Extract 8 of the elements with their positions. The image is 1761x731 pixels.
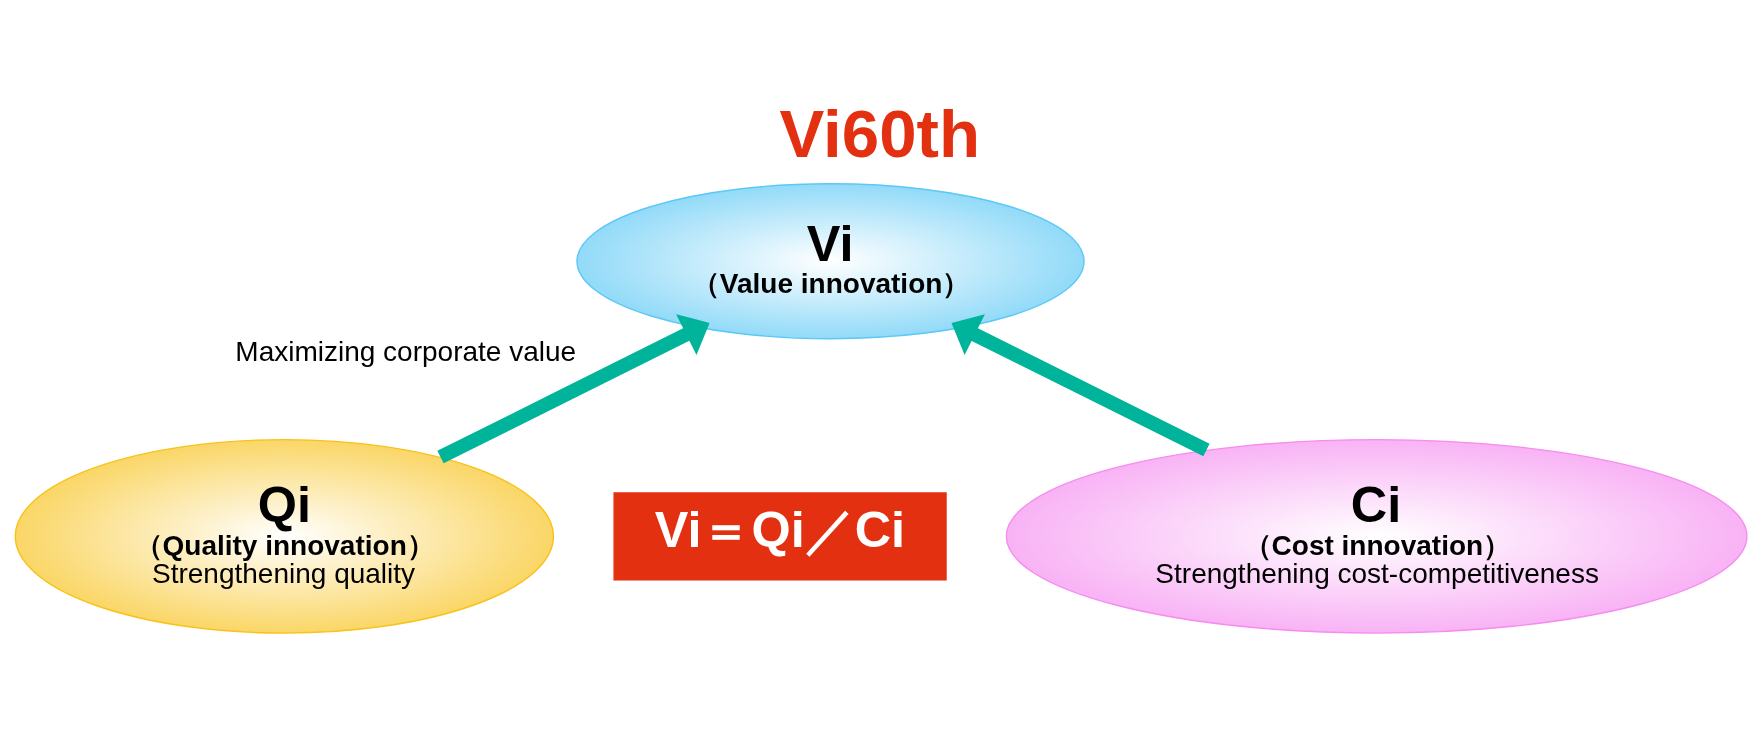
diagram-title: Vi60th bbox=[778, 95, 980, 171]
node-ellipse: Qi （Quality innovation） Strengthening quality bbox=[14, 438, 554, 634]
arrow bbox=[950, 313, 1210, 456]
node-ellipse: Vi （Value innovation） bbox=[575, 182, 1085, 339]
arrow bbox=[436, 313, 710, 463]
node-box: Vi＝Qi／Ci bbox=[612, 491, 947, 580]
node-label: Maximizing corporate value bbox=[234, 335, 576, 367]
node-ellipse: Ci （Cost innovation） Strengthening cost-competitiveness bbox=[1005, 438, 1748, 634]
